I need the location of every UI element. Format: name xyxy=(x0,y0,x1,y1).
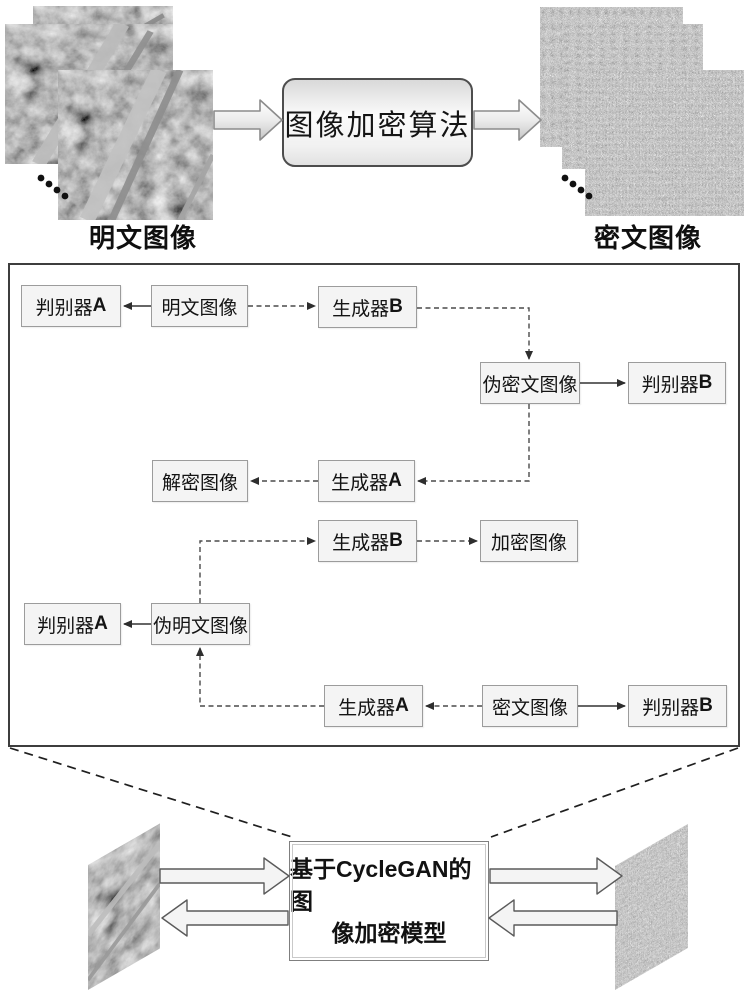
box-encrypted-image: 加密图像 xyxy=(480,520,578,562)
box-generator-b-2: 生成器 B xyxy=(318,520,417,562)
block-arrow-plain-to-algo-icon xyxy=(213,99,283,141)
encryption-algorithm-label: 图像加密算法 xyxy=(284,109,471,142)
box-discriminator-b-2: 判别器 B xyxy=(628,685,727,727)
ciphertext-label: 密文图像 xyxy=(593,223,702,253)
block-arrow-model-to-noise-icon xyxy=(489,857,623,895)
box-generator-a-2: 生成器 A xyxy=(324,685,423,727)
bottom-satellite-image xyxy=(88,823,160,990)
cyclegan-frame xyxy=(8,263,740,747)
cyclegan-model-label-line1: 基于CycleGAN的图 xyxy=(290,855,472,914)
encryption-algorithm-box: 图像加密算法 xyxy=(282,78,473,167)
noise-image-front xyxy=(585,70,744,216)
box-generator-a-1: 生成器 A xyxy=(318,460,415,502)
box-decrypted-image: 解密图像 xyxy=(152,460,248,502)
block-arrow-noise-to-model-icon xyxy=(488,899,618,937)
funnel-dash-left xyxy=(9,747,293,838)
ellipsis-dots-icon-right xyxy=(561,174,593,200)
ellipsis-dots-icon-left xyxy=(37,174,69,200)
box-discriminator-a-1: 判别器 A xyxy=(21,285,121,327)
box-discriminator-a-2: 判别器 A xyxy=(24,603,121,645)
box-discriminator-b-1: 判别器 B xyxy=(628,362,726,404)
satellite-image-front xyxy=(58,70,213,220)
plaintext-label: 明文图像 xyxy=(88,223,197,253)
bottom-noise-image xyxy=(615,823,688,990)
box-fake-plaintext-image: 伪明文图像 xyxy=(151,603,250,645)
box-plaintext-image: 明文图像 xyxy=(151,285,248,327)
funnel-dash-right xyxy=(490,747,739,838)
block-arrow-sat-to-model-icon xyxy=(159,857,290,895)
block-arrow-model-to-sat-icon xyxy=(161,899,289,937)
box-fake-ciphertext-image: 伪密文图像 xyxy=(480,362,580,404)
box-generator-b-1: 生成器 B xyxy=(318,286,417,328)
cyclegan-model-box: 基于CycleGAN的图 像加密模型 xyxy=(289,841,489,961)
block-arrow-algo-to-cipher-icon xyxy=(473,99,542,141)
cyclegan-model-label-line2: 像加密模型 xyxy=(331,920,447,947)
box-ciphertext-image: 密文图像 xyxy=(482,685,578,727)
